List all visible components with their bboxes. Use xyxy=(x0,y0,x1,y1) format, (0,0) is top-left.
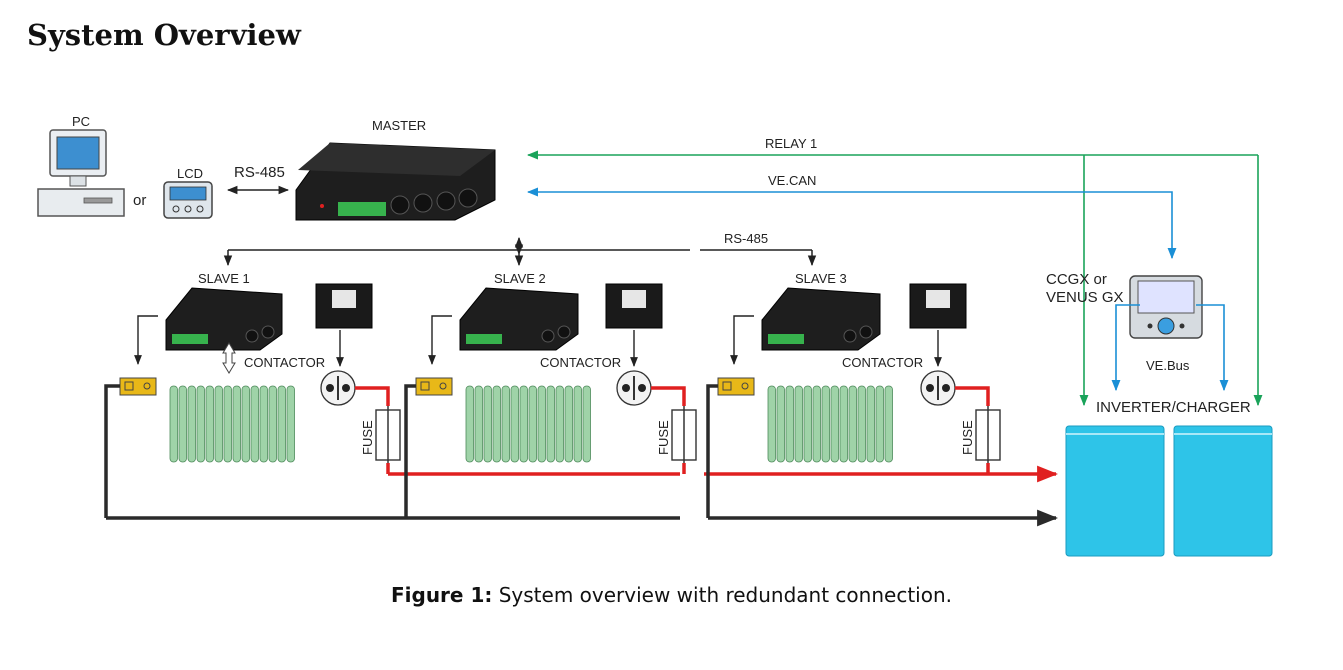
battery-pack-3 xyxy=(767,385,893,463)
battery-cell xyxy=(830,385,839,463)
battery-cell xyxy=(196,385,205,463)
battery-cell xyxy=(169,385,178,463)
pc-label: PC xyxy=(72,114,90,129)
vebus-line-right xyxy=(1196,304,1229,392)
battery-cell xyxy=(241,385,250,463)
battery-cell xyxy=(259,385,268,463)
slave-group-1: SLAVE 1 CONTACTOR FUSE xyxy=(119,271,401,470)
slave-2-label: SLAVE 2 xyxy=(494,271,546,286)
battery-cell xyxy=(214,385,223,463)
battery-cell xyxy=(510,385,519,463)
battery-cell xyxy=(277,385,286,463)
battery-cell xyxy=(187,385,196,463)
lcd-display-icon xyxy=(163,181,213,219)
battery-cell xyxy=(250,385,259,463)
system-overview-diagram: PC or LCD RS-485 MASTER RELAY 1 VE.CAN R… xyxy=(37,114,1273,557)
ccgx-label-1: CCGX or xyxy=(1046,271,1107,288)
battery-cell xyxy=(564,385,573,463)
battery-cell xyxy=(573,385,582,463)
battery-cell xyxy=(492,385,501,463)
master-label: MASTER xyxy=(372,118,426,133)
battery-pack-1 xyxy=(169,385,295,463)
inverter-label: INVERTER/CHARGER xyxy=(1096,399,1251,416)
battery-cell xyxy=(474,385,483,463)
battery-cell xyxy=(483,385,492,463)
page-title: System Overview xyxy=(27,18,301,52)
fuse-3-label: FUSE xyxy=(960,420,975,455)
figure-caption: Figure 1: System overview with redundant… xyxy=(0,583,1343,607)
contactor-2-label: CONTACTOR xyxy=(540,355,621,370)
rs485-bus-label: RS-485 xyxy=(724,231,768,246)
rs485-top-label: RS-485 xyxy=(234,164,285,181)
battery-cell xyxy=(268,385,277,463)
lcd-label: LCD xyxy=(177,166,203,181)
contactor-3-label: CONTACTOR xyxy=(842,355,923,370)
battery-pack-2 xyxy=(465,385,591,463)
battery-cell xyxy=(555,385,564,463)
battery-cell xyxy=(857,385,866,463)
battery-cell xyxy=(582,385,591,463)
battery-cell xyxy=(465,385,474,463)
battery-cell xyxy=(767,385,776,463)
ccgx-label-2: VENUS GX xyxy=(1046,289,1124,306)
desktop-computer-icon xyxy=(37,129,125,217)
figure-caption-text: System overview with redundant connectio… xyxy=(498,583,952,607)
battery-packs xyxy=(169,385,893,463)
battery-cell xyxy=(286,385,295,463)
battery-cell xyxy=(803,385,812,463)
battery-cell xyxy=(785,385,794,463)
battery-cell xyxy=(501,385,510,463)
battery-cell xyxy=(223,385,232,463)
vebus-line-left xyxy=(1111,304,1140,392)
battery-cell xyxy=(866,385,875,463)
battery-cell xyxy=(839,385,848,463)
battery-cell xyxy=(821,385,830,463)
battery-cell xyxy=(178,385,187,463)
contactor-1-label: CONTACTOR xyxy=(244,355,325,370)
dc-negative-wiring xyxy=(104,384,1059,527)
battery-cell xyxy=(546,385,555,463)
battery-cell xyxy=(794,385,803,463)
battery-cell xyxy=(537,385,546,463)
or-label: or xyxy=(133,192,146,209)
slave-group-3: SLAVE 3 CONTACTOR FUSE xyxy=(717,271,1001,470)
battery-cell xyxy=(519,385,528,463)
ccgx-panel-icon xyxy=(1129,275,1203,339)
inverter-charger-units xyxy=(1065,425,1273,557)
battery-cell xyxy=(776,385,785,463)
figure-number: Figure 1: xyxy=(390,583,493,607)
dc-positive-wiring xyxy=(355,386,1059,483)
vecan-label: VE.CAN xyxy=(768,173,816,188)
fuse-1-label: FUSE xyxy=(360,420,375,455)
slave-3-label: SLAVE 3 xyxy=(795,271,847,286)
slave-group-2: SLAVE 2 CONTACTOR FUSE xyxy=(415,271,697,470)
battery-cell xyxy=(848,385,857,463)
master-bms-unit xyxy=(295,142,496,221)
battery-cell xyxy=(875,385,884,463)
battery-cell xyxy=(812,385,821,463)
battery-cell xyxy=(205,385,214,463)
battery-cell xyxy=(884,385,893,463)
vebus-label: VE.Bus xyxy=(1146,358,1190,373)
vecan-line xyxy=(526,187,1177,260)
fuse-2-label: FUSE xyxy=(656,420,671,455)
relay1-label: RELAY 1 xyxy=(765,136,817,151)
slave-1-label: SLAVE 1 xyxy=(198,271,250,286)
battery-cell xyxy=(528,385,537,463)
battery-cell xyxy=(232,385,241,463)
